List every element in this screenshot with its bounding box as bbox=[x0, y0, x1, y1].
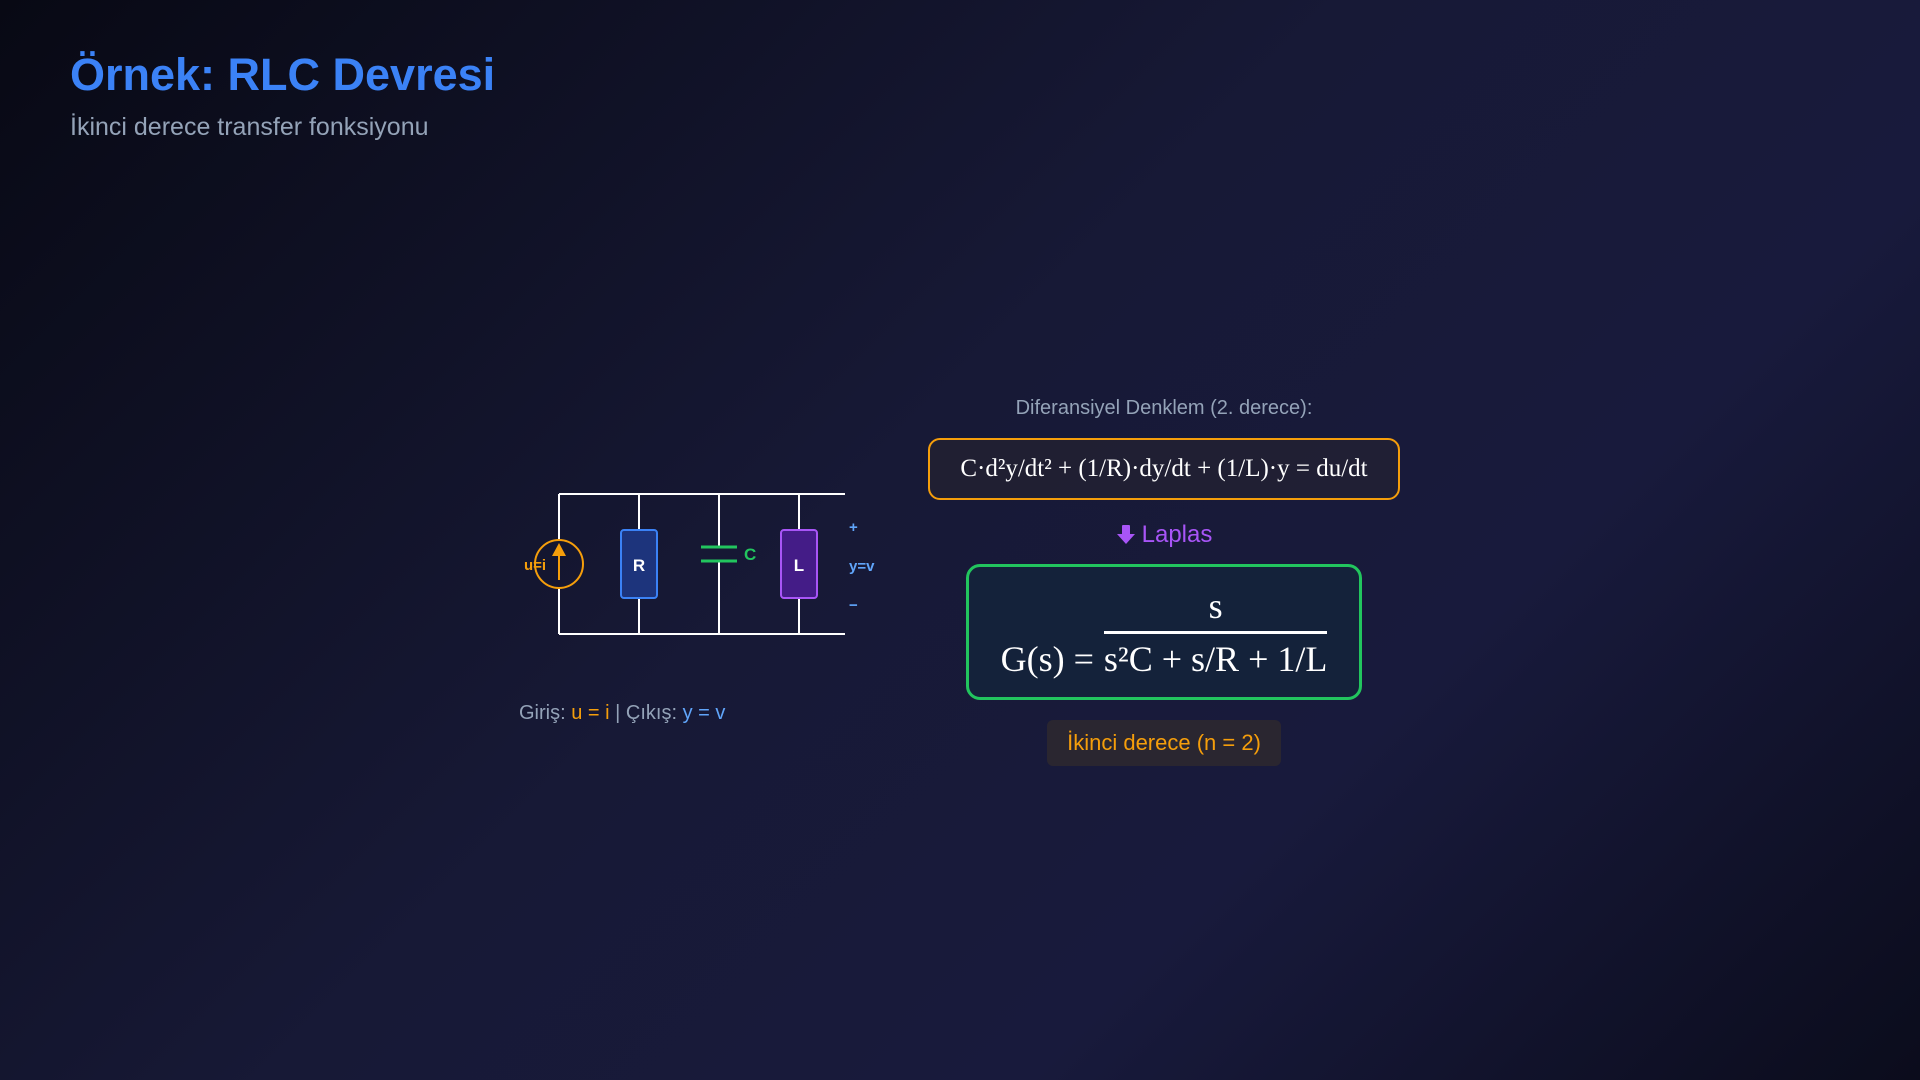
resistor-label: R bbox=[633, 556, 645, 575]
laplace-indicator: Laplas bbox=[1116, 520, 1213, 550]
page-subtitle: İkinci derece transfer fonksiyonu bbox=[70, 113, 429, 141]
io-input-value: u = i bbox=[571, 702, 610, 724]
order-badge-text: İkinci derece (n = 2) bbox=[1067, 730, 1261, 755]
differential-equation-text: C·d²y/dt² + (1/R)·dy/dt + (1/L)·y = du/d… bbox=[960, 455, 1368, 482]
inductor-symbol bbox=[780, 529, 818, 599]
source-label: u=i bbox=[524, 557, 546, 574]
resistor-symbol bbox=[620, 529, 658, 599]
order-badge: İkinci derece (n = 2) bbox=[1047, 720, 1281, 766]
io-separator: | Çıkış: bbox=[609, 702, 683, 724]
de-label: Diferansiyel Denklem (2. derece): bbox=[1015, 397, 1313, 419]
equation-column: Diferansiyel Denklem (2. derece): C·d²y/… bbox=[928, 396, 1400, 766]
rlc-circuit-diagram: u=i R C L + y=v − bbox=[515, 480, 895, 650]
current-source-arrow-head bbox=[552, 543, 566, 556]
circuit-svg: u=i R C L + y=v − bbox=[524, 493, 875, 635]
arrow-down-icon bbox=[1116, 524, 1136, 546]
page-title: Örnek: RLC Devresi bbox=[70, 49, 496, 100]
tf-lhs: G(s) = bbox=[1000, 638, 1094, 679]
output-plus-label: + bbox=[849, 519, 858, 536]
tf-numerator: s bbox=[1208, 585, 1223, 626]
transfer-function: G(s) = s s²C + s/R + 1/L bbox=[1001, 585, 1328, 680]
capacitor-label: C bbox=[744, 545, 756, 564]
differential-equation-box: C·d²y/dt² + (1/R)·dy/dt + (1/L)·y = du/d… bbox=[928, 438, 1400, 500]
transfer-function-box: G(s) = s s²C + s/R + 1/L bbox=[966, 564, 1362, 700]
header: Örnek: RLC Devresi İkinci derece transfe… bbox=[70, 48, 495, 142]
io-output-value: y = v bbox=[682, 702, 726, 724]
output-minus-label: − bbox=[849, 597, 858, 614]
io-input-prefix: Giriş: bbox=[519, 702, 572, 724]
output-label: y=v bbox=[849, 558, 875, 575]
inductor-label: L bbox=[794, 556, 804, 575]
tf-denominator: s²C + s/R + 1/L bbox=[1103, 630, 1328, 680]
laplace-label: Laplas bbox=[1141, 521, 1213, 548]
io-caption: Giriş: u = i | Çıkış: y = v bbox=[519, 702, 725, 725]
tf-fraction: s s²C + s/R + 1/L bbox=[1103, 585, 1328, 680]
current-source-symbol bbox=[534, 539, 584, 589]
